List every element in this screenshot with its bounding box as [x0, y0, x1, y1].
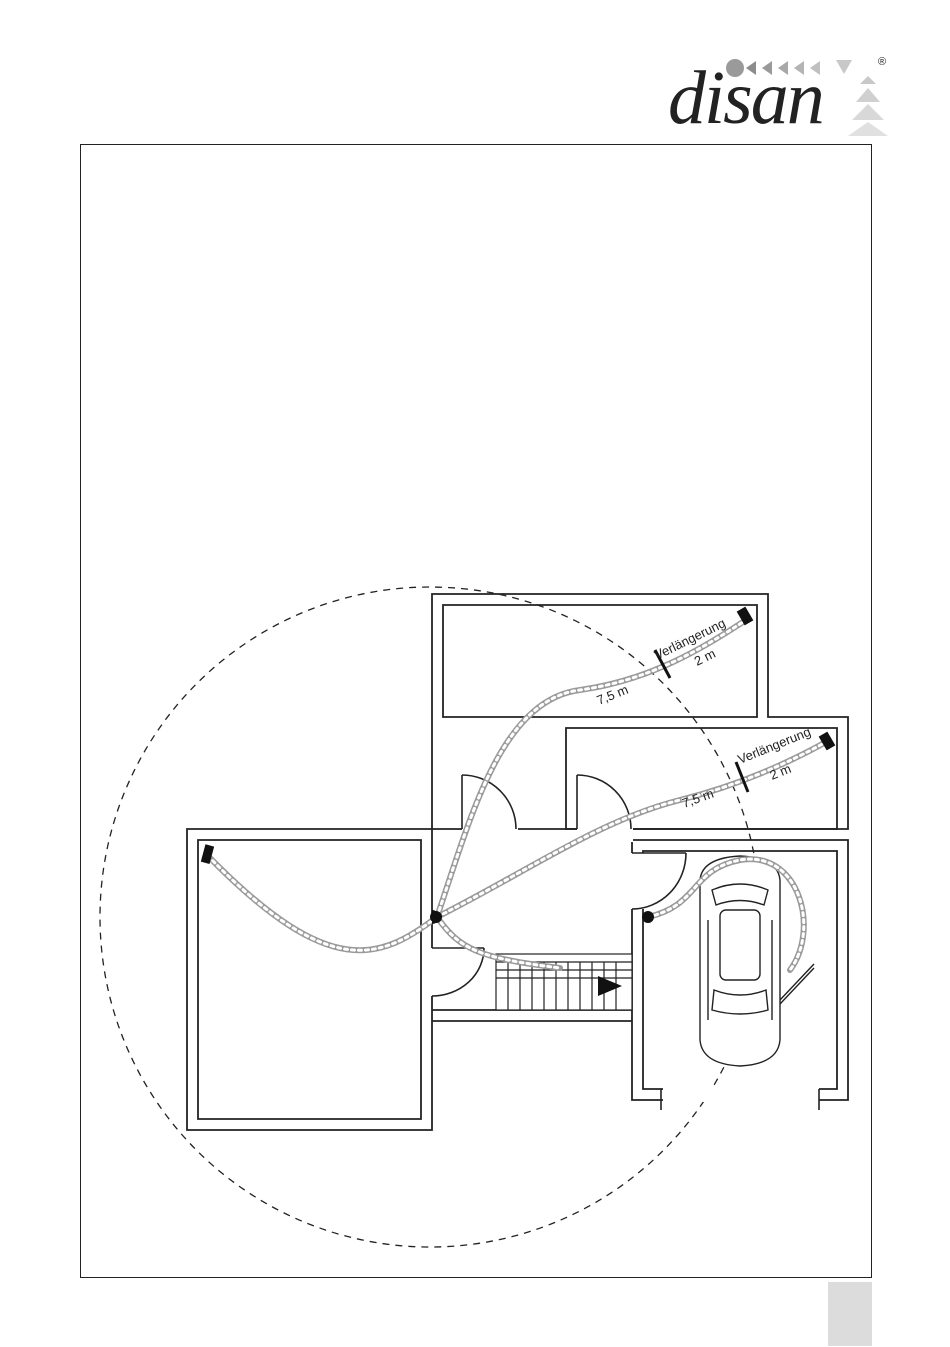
- base-stations: [430, 910, 654, 924]
- cable-middle-length-label: 7,5 m: [680, 786, 716, 811]
- page-edge-tab: [828, 1282, 872, 1346]
- sensors: [201, 607, 836, 864]
- extension-markers: [655, 650, 748, 792]
- cable-middle-extension-label: Verlängerung: [736, 724, 813, 767]
